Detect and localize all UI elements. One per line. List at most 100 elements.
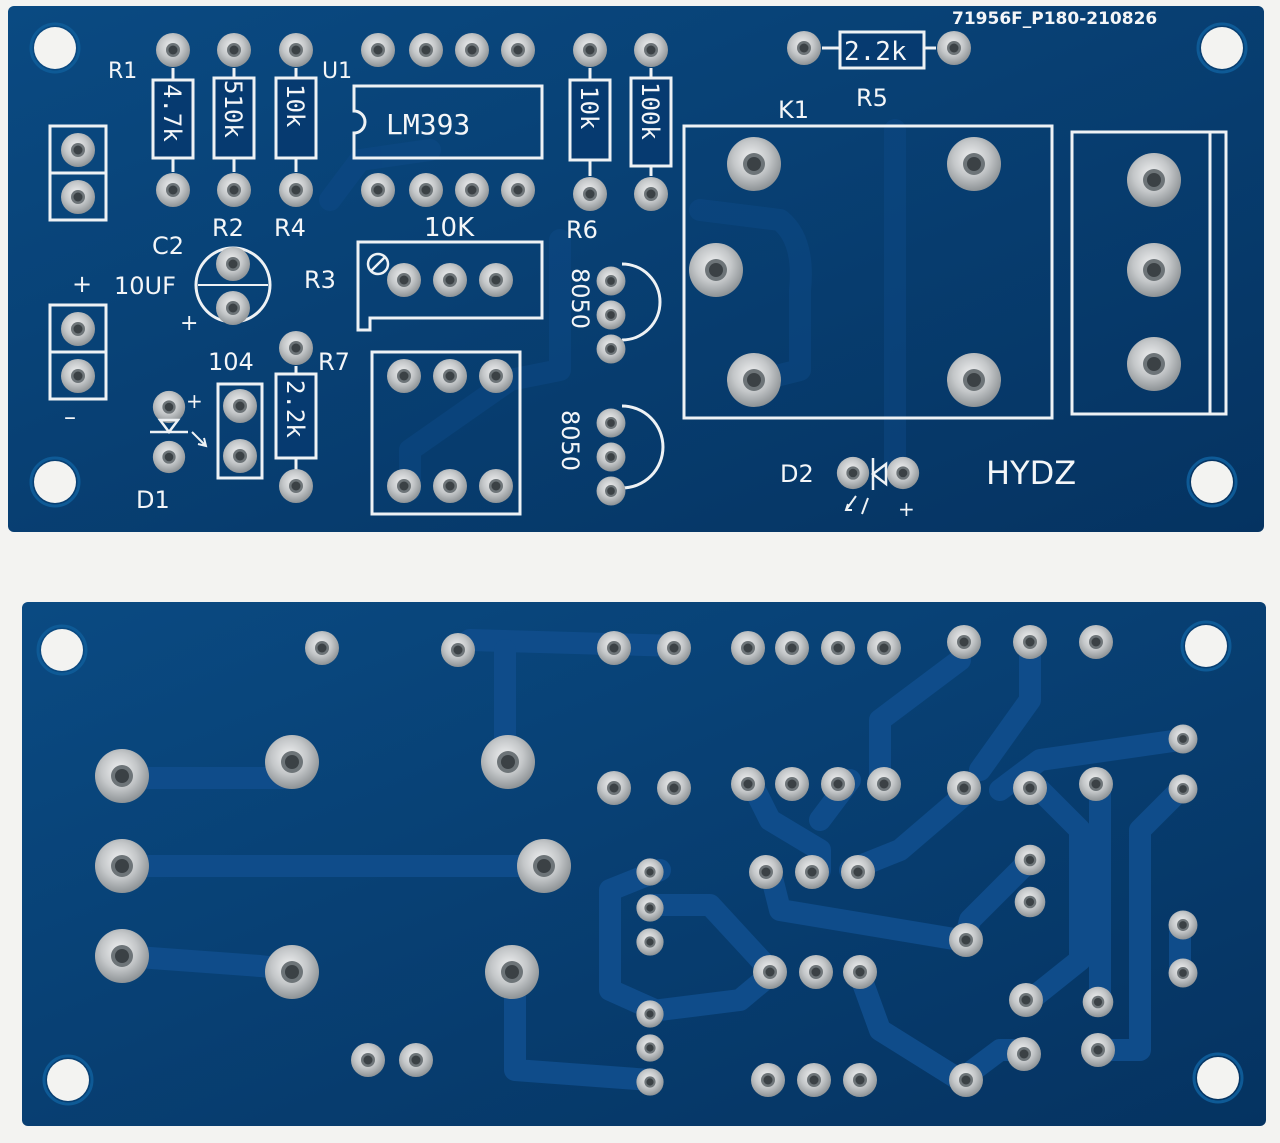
cap104-value: 104 <box>208 348 254 376</box>
u1-value: LM393 <box>386 108 470 141</box>
pad <box>433 469 467 503</box>
d1-plus-label: + <box>186 389 203 413</box>
top-board: 71956F_P180-210826 + – R1 4.7k 510k R2 1… <box>8 6 1264 532</box>
r6-value: 10k <box>575 86 603 130</box>
plus-terminal-label: + <box>72 270 92 298</box>
pad <box>223 439 257 473</box>
pad <box>501 173 535 207</box>
board-id-label: 71956F_P180-210826 <box>952 9 1157 29</box>
pad <box>61 133 95 167</box>
q2-value: 8050 <box>556 410 584 471</box>
r4-ref: R4 <box>274 214 306 242</box>
bottom-traces <box>113 629 1191 1091</box>
pad <box>479 469 513 503</box>
pad <box>61 180 95 214</box>
mounting-holes-bottom <box>36 620 1244 1106</box>
k1-ref: K1 <box>778 96 809 124</box>
pad <box>433 359 467 393</box>
pad <box>501 33 535 67</box>
minus-terminal-label: – <box>64 403 76 431</box>
pad <box>361 173 395 207</box>
pad <box>727 353 781 407</box>
pad <box>217 173 251 207</box>
r4-value: 10k <box>281 84 309 128</box>
pad <box>1127 337 1181 391</box>
r1-ref: R1 <box>108 59 137 84</box>
ic-socket-outline <box>370 350 522 516</box>
pad <box>886 456 920 490</box>
pad <box>596 476 626 506</box>
pad <box>634 177 668 211</box>
r5-ref: R5 <box>856 84 888 112</box>
pad <box>156 33 190 67</box>
d2-plus-label: + <box>898 497 915 521</box>
pad <box>409 173 443 207</box>
r2-ref: R2 <box>212 214 244 242</box>
k1-outline <box>682 124 1054 420</box>
pad <box>61 312 95 346</box>
pad <box>634 33 668 67</box>
r2-value: 510k <box>219 80 247 138</box>
r5-value: 2.2k <box>844 37 907 67</box>
d2-ref: D2 <box>780 460 814 488</box>
pad <box>947 137 1001 191</box>
pad <box>279 33 313 67</box>
q1-value: 8050 <box>566 268 594 329</box>
pad <box>433 263 467 297</box>
d1-ref: D1 <box>136 486 170 514</box>
pad <box>787 31 821 65</box>
r6-ref: R6 <box>566 216 598 244</box>
r1-value: 4.7k <box>158 84 186 142</box>
pad <box>573 33 607 67</box>
u1-outline <box>352 84 544 160</box>
pad <box>216 247 250 281</box>
output-terminal-block <box>1070 130 1228 416</box>
pad <box>279 173 313 207</box>
pad <box>596 334 626 364</box>
pad <box>223 389 257 423</box>
pad <box>1127 153 1181 207</box>
u1-ref: U1 <box>322 59 352 84</box>
c2-plus-label: + <box>180 311 198 336</box>
pad <box>689 243 743 297</box>
pad <box>152 390 186 424</box>
pad <box>573 177 607 211</box>
r7-ref: R7 <box>318 348 350 376</box>
pad <box>387 359 421 393</box>
pad <box>455 33 489 67</box>
pad <box>455 173 489 207</box>
pad <box>947 353 1001 407</box>
mounting-holes-top <box>29 22 1248 508</box>
c2-value: 10UF <box>114 272 176 300</box>
pad <box>596 442 626 472</box>
pad <box>216 291 250 325</box>
pad <box>479 263 513 297</box>
pad <box>596 266 626 296</box>
pad <box>937 31 971 65</box>
pad <box>279 469 313 503</box>
pad <box>479 359 513 393</box>
pad <box>387 469 421 503</box>
r-100k-value: 100k <box>636 82 664 140</box>
bottom-board <box>22 602 1266 1126</box>
c2-ref: C2 <box>152 232 184 260</box>
pad <box>61 359 95 393</box>
pad <box>387 263 421 297</box>
pad <box>1127 243 1181 297</box>
pad <box>727 137 781 191</box>
pad <box>596 300 626 330</box>
cap104-outline <box>216 382 264 480</box>
pot-value: 10K <box>424 213 475 243</box>
pad <box>596 408 626 438</box>
top-board-substrate <box>8 6 1264 532</box>
pad <box>836 456 870 490</box>
pad <box>279 331 313 365</box>
pot-outline <box>356 240 544 332</box>
brand-label: HYDZ <box>986 454 1076 492</box>
r7-value: 2.2k <box>281 380 309 438</box>
pad <box>361 33 395 67</box>
pad <box>409 33 443 67</box>
pad <box>217 33 251 67</box>
r3-ref: R3 <box>304 266 336 294</box>
